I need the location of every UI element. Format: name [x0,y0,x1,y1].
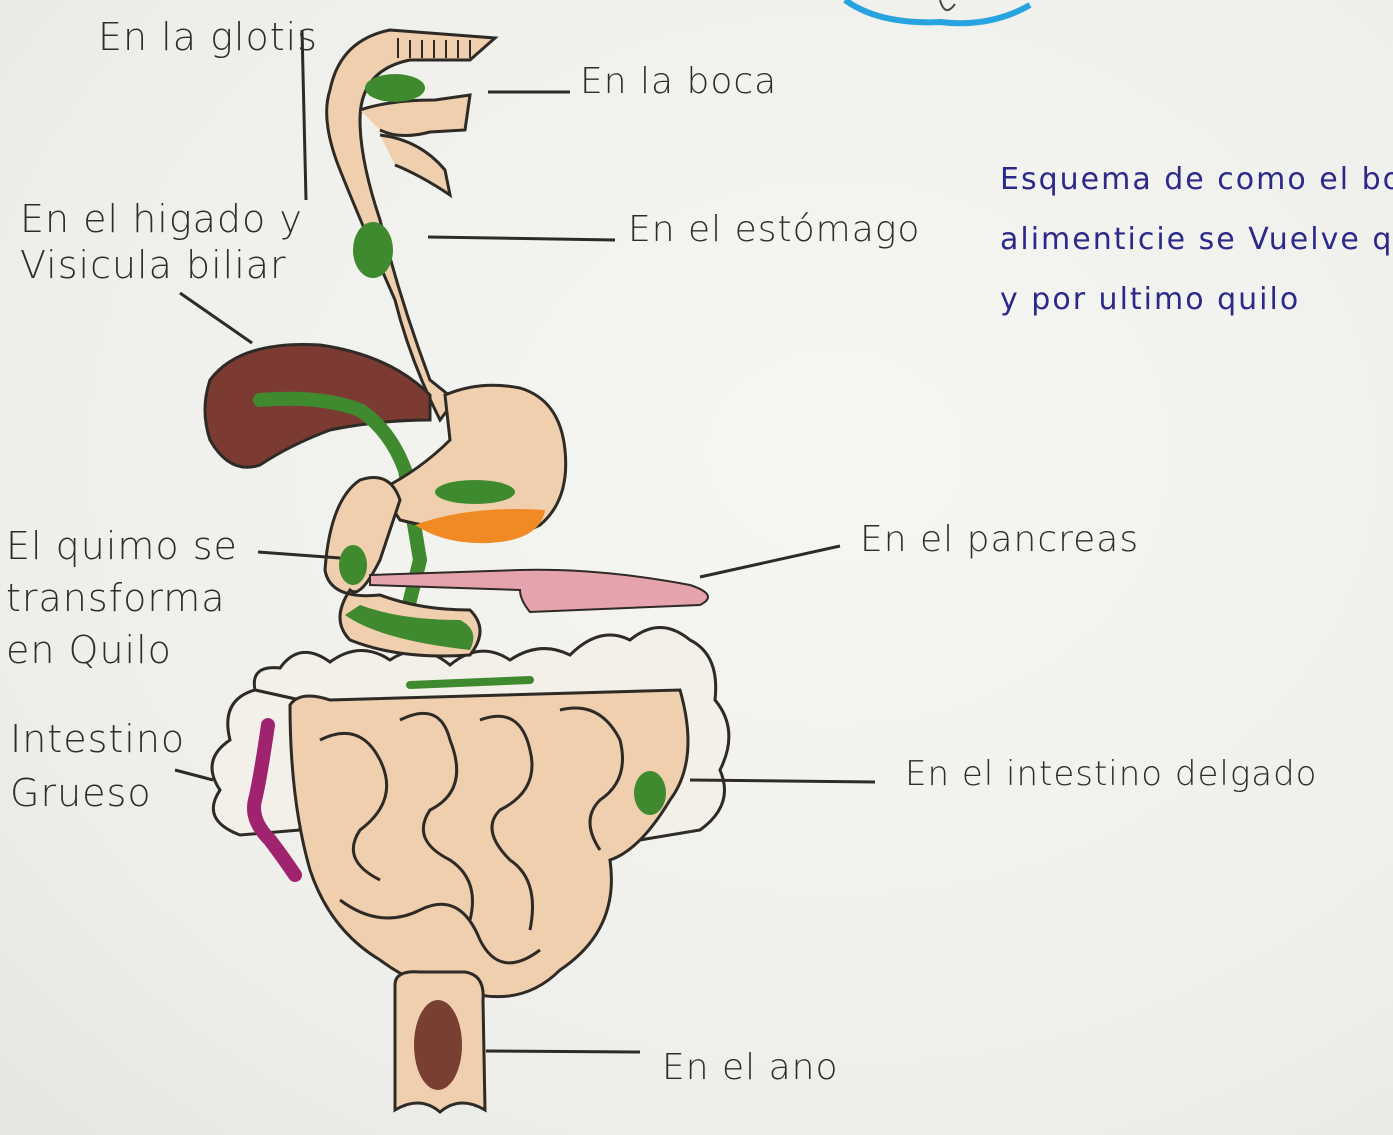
pointer-anus [486,1051,640,1052]
blue-cloud-detail [940,0,955,10]
label-liver-line2: Visicula biliar [20,242,303,288]
label-large-intestine: Intestino Grueso [10,712,185,820]
title-line3: y por ultimo quilo [1000,270,1393,330]
label-glottis: En la glotis [98,14,318,60]
label-anus: En el ano [662,1046,839,1090]
throat-shape [380,135,450,195]
small-intestine-shape [290,690,688,997]
label-stomach: En el estómago [628,208,920,252]
pointer-pancreas [700,546,840,577]
label-chyme-line1: El quimo se [6,520,238,572]
label-large-intestine-line1: Intestino [10,712,185,766]
label-small-intestine: En el intestino delgado [905,752,1317,796]
label-liver-line1: En el higado y [20,196,303,242]
bolus-mouth [365,74,425,102]
pointer-liver [180,293,252,343]
chyme-stomach [435,480,515,504]
label-large-intestine-line2: Grueso [10,766,185,820]
diagram-title: Esquema de como el bo alimenticie se Vue… [1000,150,1393,330]
jaw-shape [360,95,470,136]
label-mouth: En la boca [580,60,777,104]
label-chyme-line3: en Quilo [6,624,238,676]
bolus-esophagus [353,222,393,278]
pointer-small-intestine [690,780,875,782]
label-chyme: El quimo se transforma en Quilo [6,520,238,676]
title-line2: alimenticie se Vuelve q [1000,210,1393,270]
chyme-small-intestine [634,771,666,815]
blue-cloud-sketch [845,0,1030,23]
label-liver: En el higado y Visicula biliar [20,196,303,288]
anus-contents [414,1000,462,1090]
chyme-transverse [410,680,530,685]
pointer-stomach [428,237,615,240]
chyme-duodenum [339,545,367,585]
label-chyme-line2: transforma [6,572,238,624]
title-line1: Esquema de como el bo [1000,150,1393,210]
label-pancreas: En el pancreas [860,518,1139,562]
